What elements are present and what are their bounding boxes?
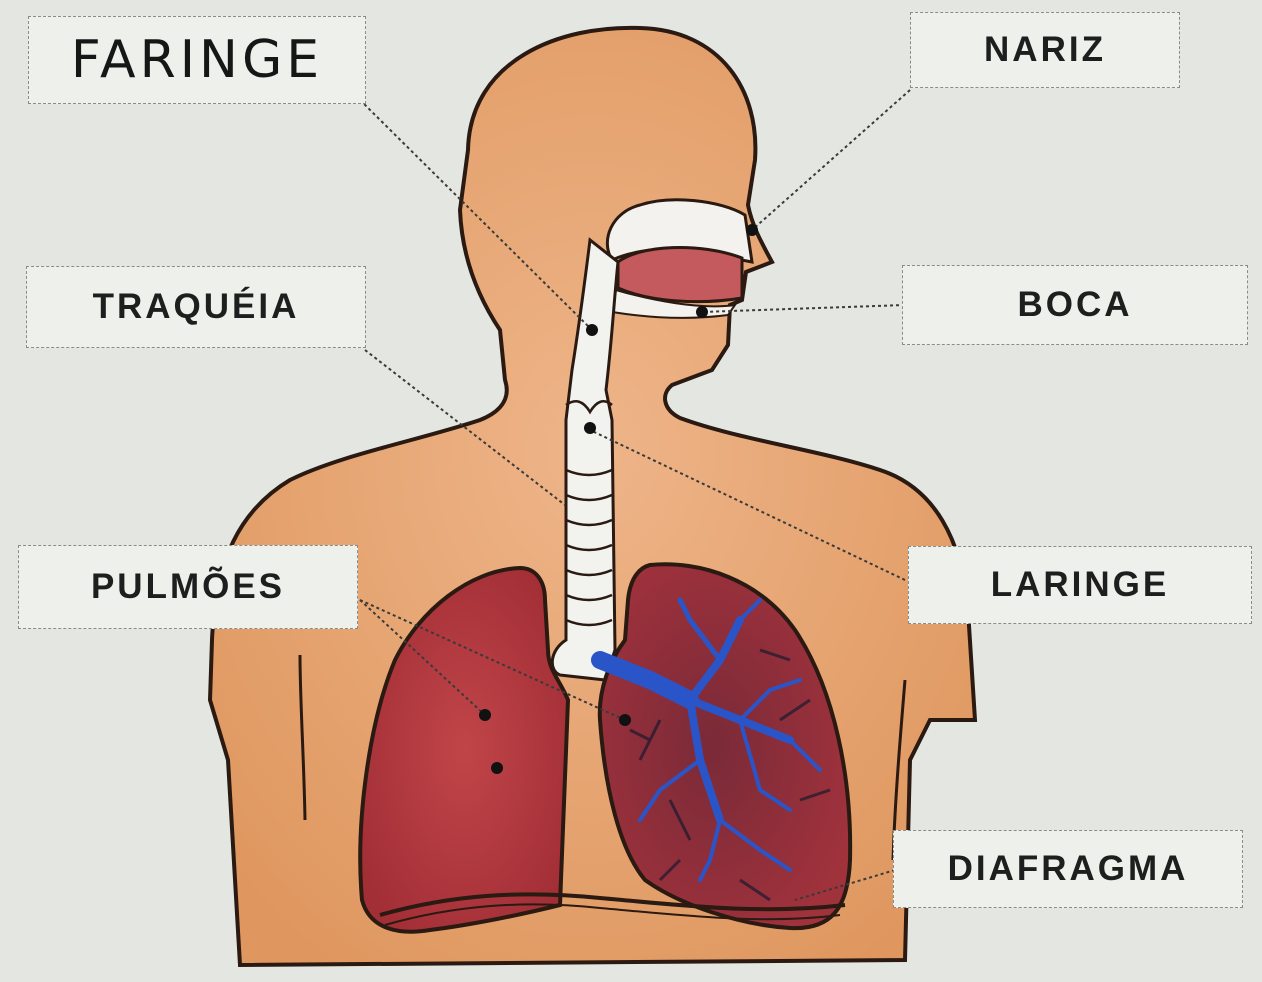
tongue: [618, 247, 742, 301]
label-faringe: FARINGE: [28, 16, 366, 104]
label-diafragma-text: DIAFRAGMA: [948, 849, 1189, 889]
label-laringe-text: LARINGE: [991, 565, 1170, 605]
label-pulmoes: PULMÕES: [18, 545, 358, 629]
label-nariz-text: NARIZ: [984, 30, 1106, 70]
label-boca-text: BOCA: [1017, 285, 1132, 325]
label-boca: BOCA: [902, 265, 1248, 345]
label-traqueia: TRAQUÉIA: [26, 266, 366, 348]
label-faringe-text: FARINGE: [71, 30, 323, 90]
label-pulmoes-text: PULMÕES: [91, 567, 285, 607]
label-laringe: LARINGE: [908, 546, 1252, 624]
label-nariz: NARIZ: [910, 12, 1180, 88]
label-diafragma: DIAFRAGMA: [893, 830, 1243, 908]
label-traqueia-text: TRAQUÉIA: [93, 287, 300, 327]
